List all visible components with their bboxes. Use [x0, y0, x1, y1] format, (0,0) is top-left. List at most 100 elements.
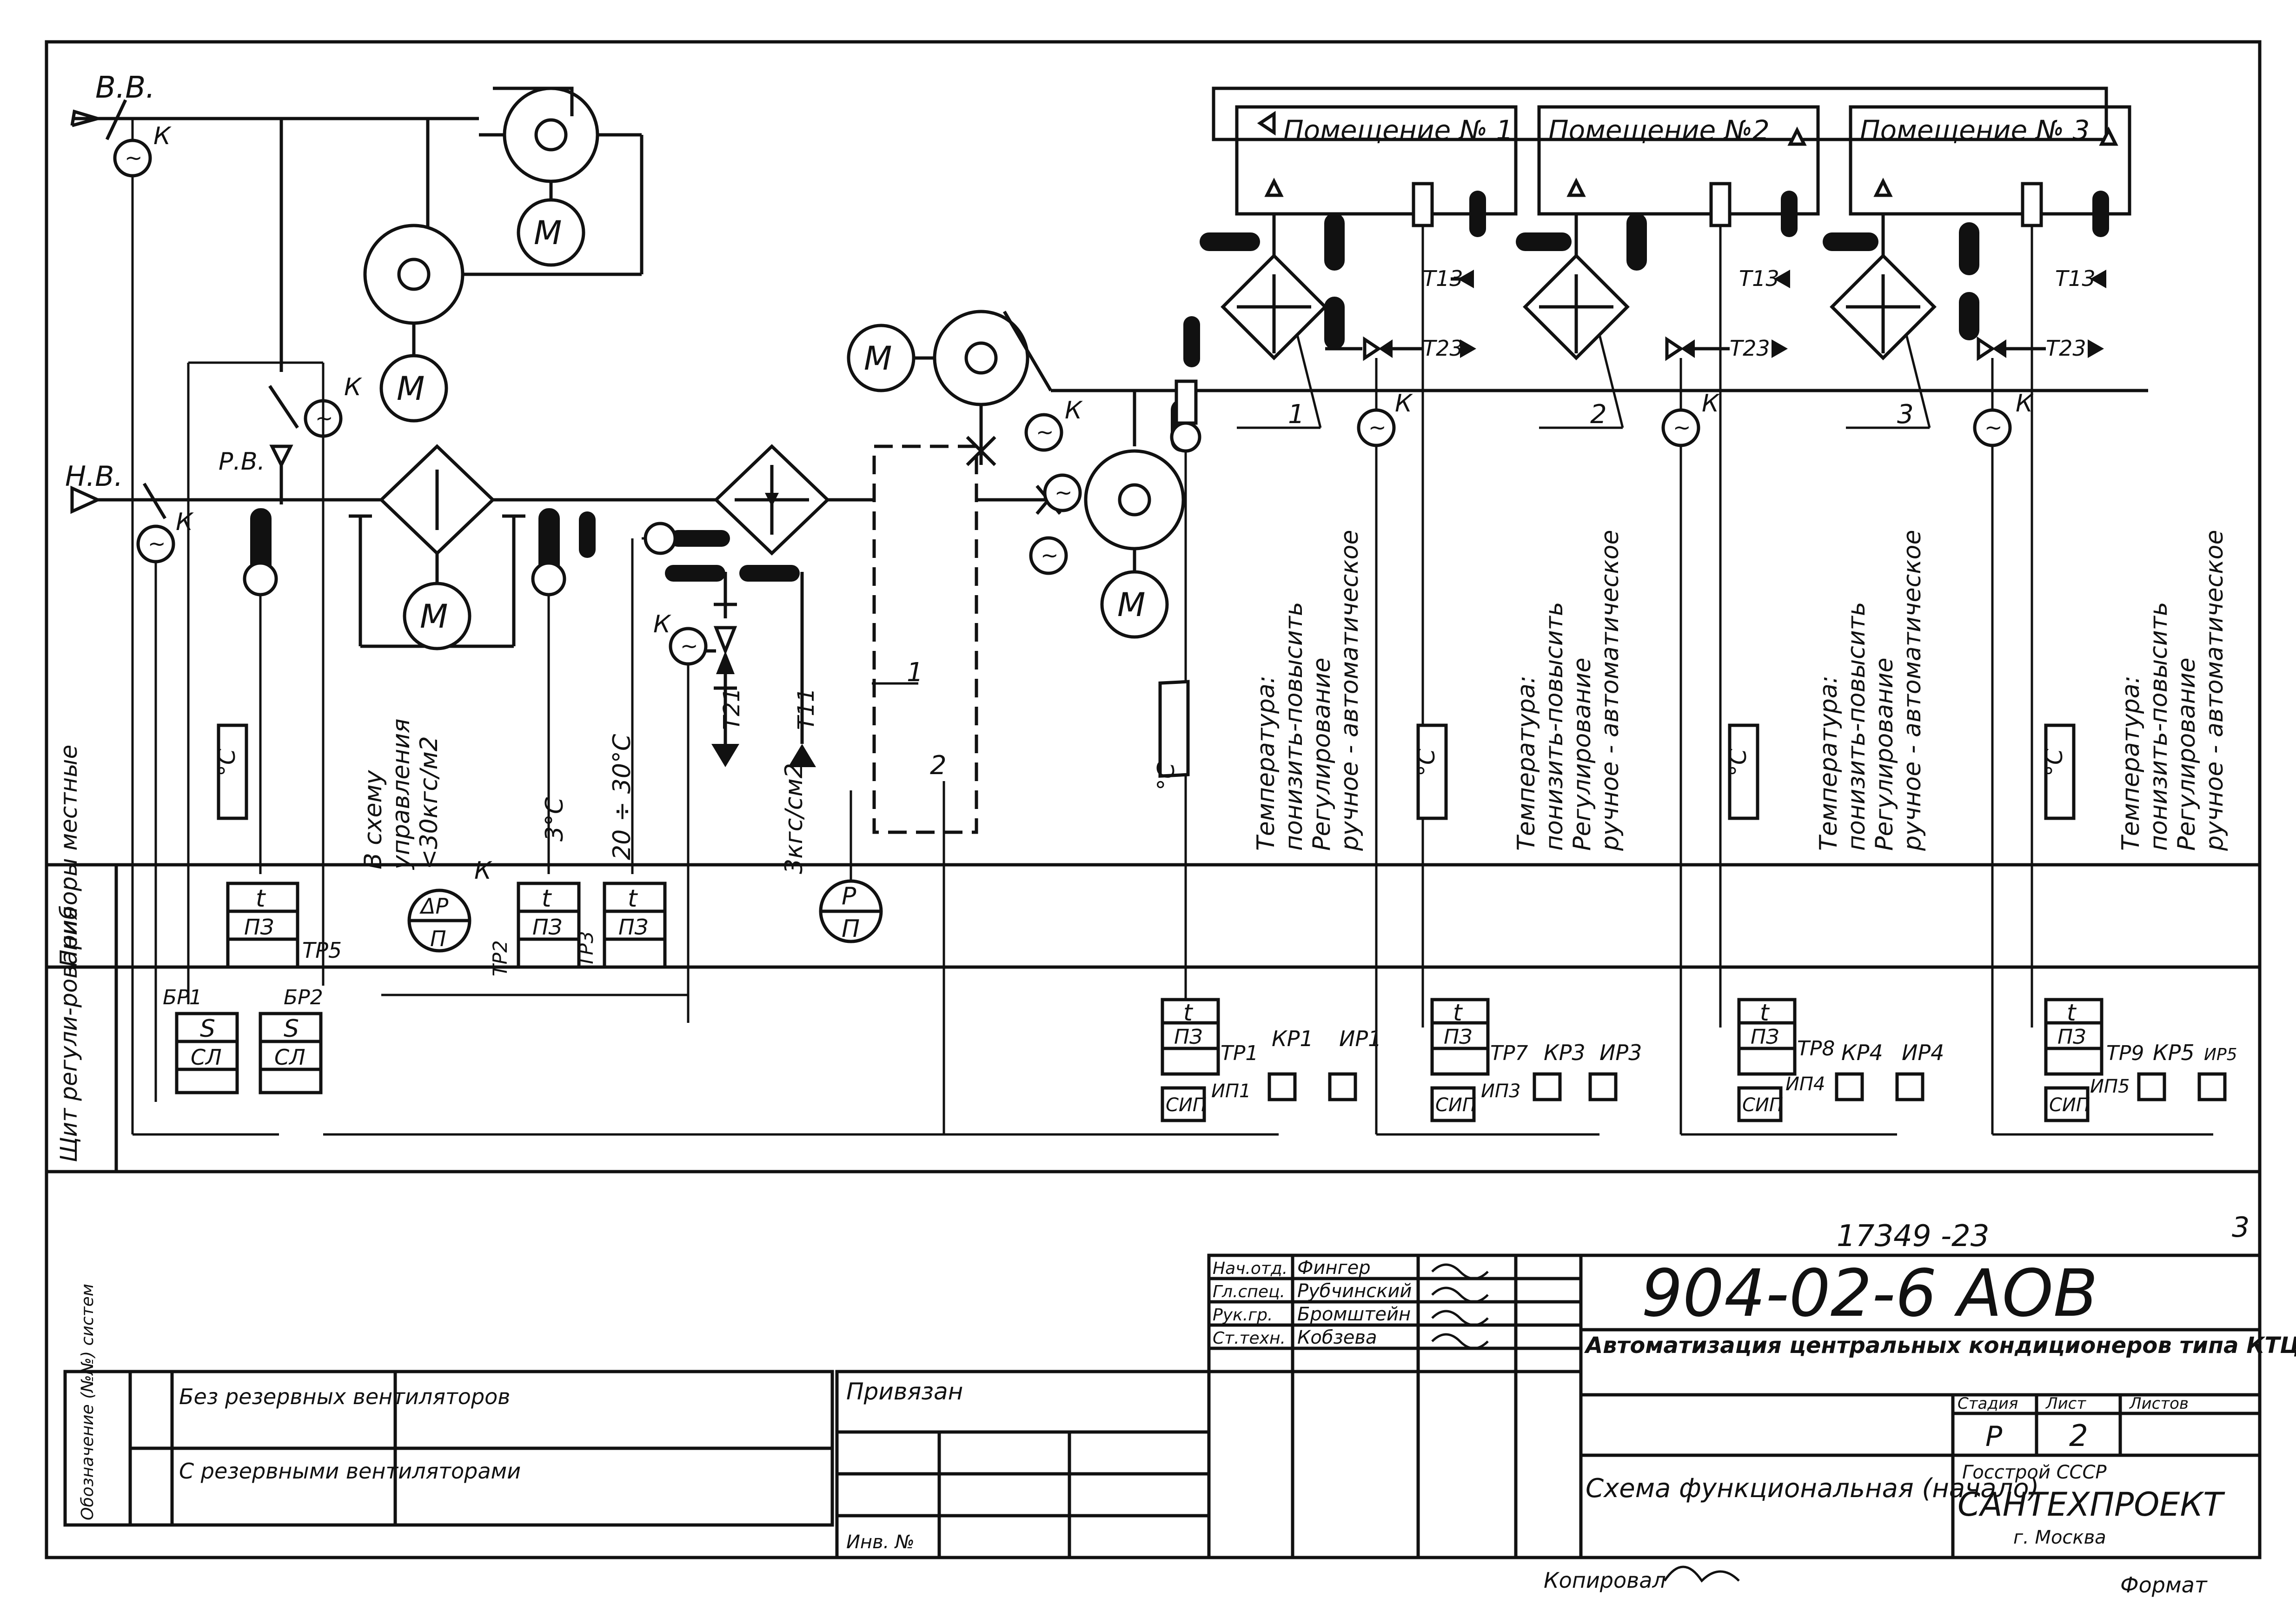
rect-shape — [1183, 316, 1200, 367]
title_block-signers-2-name: Бромштейн — [1297, 1304, 1411, 1325]
rect-shape — [1469, 191, 1486, 237]
rect-shape — [1835, 1072, 1864, 1101]
room-header-box — [1212, 86, 2108, 141]
rect-shape — [1959, 222, 1979, 275]
rooms-1: Помещение №2 — [1548, 114, 1770, 146]
tags-ir3: ИР3 — [1599, 1040, 1642, 1065]
signature-2 — [1431, 1286, 1489, 1303]
title_block-sheets_header: Листов — [2129, 1394, 2189, 1413]
room-3 — [1849, 105, 2131, 216]
polygon-shape — [1665, 336, 1684, 361]
notes-control_scheme-1: управления — [387, 718, 415, 870]
zone_text-3: ручное - автоматическое — [2201, 530, 2229, 851]
notes-pressure: 3кгс/см2 — [780, 763, 808, 874]
humidity-sensor — [1175, 379, 1198, 425]
exhaust-air-label: В.В. — [95, 71, 155, 105]
zone_text-0: Температура: — [2117, 676, 2145, 851]
instruments-p_bottom: П — [430, 926, 446, 951]
tr5-device — [226, 882, 299, 969]
signature-3 — [1431, 1310, 1489, 1326]
recirc-air-label: Р.В. — [219, 448, 265, 476]
zone_text-1: понизить-повысить — [1843, 602, 1871, 851]
doc-title: Автоматизация центральных кондиционеров … — [1584, 1333, 2296, 1359]
title_block-signers-0-role: Нач.отд. — [1213, 1259, 1287, 1278]
text-shape: ~ — [680, 633, 698, 658]
instruments-temp_label: t — [628, 885, 638, 913]
rect-shape — [579, 511, 596, 558]
circle-shape — [534, 118, 568, 152]
rect-shape — [1823, 232, 1878, 251]
polygon-shape — [269, 444, 293, 469]
title_block-stage_header: Стадия — [1958, 1394, 2018, 1413]
instruments-temp_label: t — [256, 885, 266, 913]
circle-shape — [397, 258, 431, 291]
polygon-shape — [1772, 339, 1788, 358]
gauge_unit: °С — [213, 749, 240, 776]
rect-shape — [2197, 1072, 2227, 1101]
tr9-device — [2044, 998, 2104, 1076]
tags-ir4: ИР4 — [1902, 1040, 1944, 1065]
instruments-s_label: S — [284, 1015, 299, 1043]
return-pipe-arrow — [711, 744, 739, 767]
instruments-sl_label: СЛ — [191, 1045, 222, 1070]
rect-shape — [2092, 191, 2109, 237]
title_block-inv: Инв. № — [846, 1531, 915, 1553]
title_block-signers-0-name: Фингер — [1297, 1257, 1371, 1279]
zone-1: Т23 Т13 ~ К 1 — [1200, 178, 1486, 1134]
text-shape: ~ — [148, 531, 166, 556]
polygon-shape — [1774, 270, 1790, 288]
tags-tr7: ТР7 — [1490, 1041, 1528, 1065]
panel-devices: БР1 БР2 S СЛ S СЛ t ПЗ ТР1 СИП ИП1 КР1 И… — [133, 986, 2237, 1136]
path-shape — [493, 86, 574, 116]
room-2 — [1537, 105, 1820, 216]
rect-shape — [1737, 1086, 1783, 1122]
circle-shape — [1043, 473, 1082, 512]
instruments-pz: ПЗ — [532, 915, 562, 940]
room-temp-sensor — [1412, 182, 1434, 227]
system_table-header: Обозначение (№№) систем — [78, 1284, 97, 1520]
gauge_unit: °С — [2041, 749, 2068, 776]
outside-air-arrow — [70, 485, 102, 514]
br2-device — [259, 1012, 323, 1094]
valve_marker: К — [2016, 390, 2034, 418]
title_block-signers-2-role: Рук.гр. — [1213, 1306, 1273, 1325]
tags-kr4: КР4 — [1841, 1040, 1883, 1065]
zone_text-0: Температура: — [1513, 676, 1540, 851]
polygon-shape — [1787, 126, 1807, 146]
zone_text-2: Регулирование — [1568, 657, 1596, 851]
br1-device — [175, 1012, 239, 1094]
title_block-org_line1: Госстрой СССР — [1962, 1462, 2107, 1483]
gauge_unit: °С — [1413, 749, 1440, 776]
zone_numbers-0: 1 — [1288, 399, 1305, 430]
circle-shape — [964, 341, 998, 375]
polygon-shape — [2090, 270, 2106, 288]
polygon-shape — [2088, 339, 2104, 358]
polygon-shape — [1458, 270, 1474, 288]
notes-control_scheme-2: <30кгс/м2 — [415, 736, 443, 869]
tags-br1: БР1 — [163, 986, 202, 1009]
pipe_labels-t13: Т13 — [1739, 266, 1779, 291]
side-header-local: Приборы местные — [55, 745, 82, 967]
text-shape: ~ — [1368, 415, 1387, 440]
motor_symbol: М — [1117, 586, 1145, 624]
title_block-stage: Р — [1985, 1420, 2003, 1453]
tags-ip4: ИП4 — [1785, 1074, 1825, 1095]
notes-control_scheme-0: В схему — [359, 769, 387, 869]
sip-device — [1161, 1086, 1206, 1122]
rect-shape — [665, 565, 725, 582]
instruments-pz: ПЗ — [1751, 1025, 1779, 1049]
polygon-shape — [713, 626, 737, 656]
title_block-signers-3-role: Ст.техн. — [1213, 1329, 1286, 1348]
line-shape — [268, 385, 299, 429]
tags-tr2: ТР2 — [489, 940, 511, 976]
tags-br2: БР2 — [284, 986, 323, 1009]
notes-temp_20_30: 20 ÷ 30°С — [608, 734, 636, 860]
exhaust-arrow — [70, 109, 104, 127]
polygon-shape — [1257, 111, 1276, 136]
tr1-device — [1161, 998, 1220, 1076]
line-shape — [1905, 334, 1931, 428]
heater-temp-sensor — [644, 522, 677, 555]
valve_marker: К — [1395, 390, 1413, 418]
instruments-pz: ПЗ — [244, 915, 274, 940]
title_block-org_line2: САНТЕХПРОЕКТ — [1958, 1485, 2225, 1524]
